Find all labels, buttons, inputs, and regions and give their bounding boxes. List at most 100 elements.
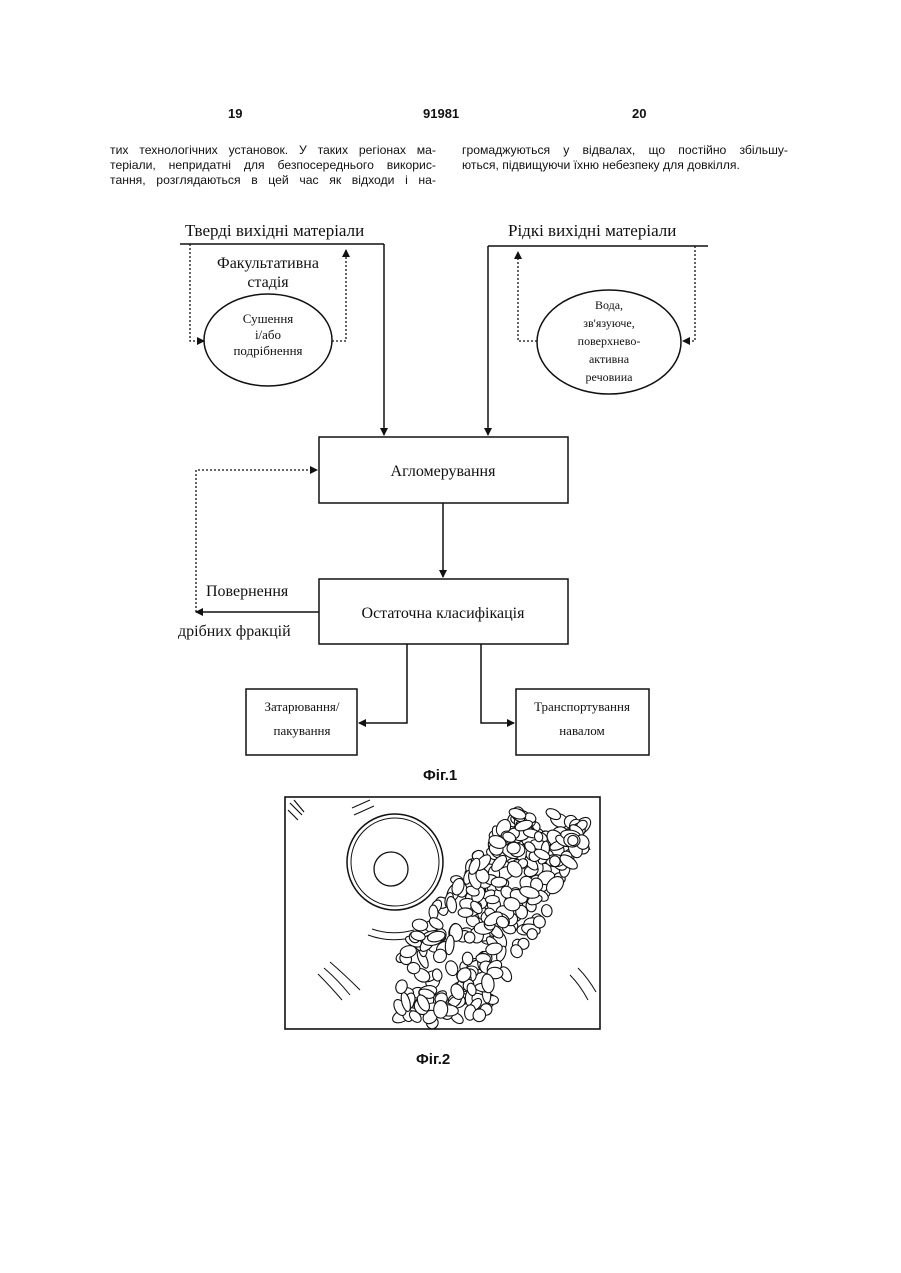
granule (503, 912, 518, 926)
granule (526, 928, 538, 941)
granule (526, 893, 543, 906)
granule (394, 951, 408, 964)
granule (474, 921, 494, 935)
granule (494, 817, 514, 839)
granule (482, 873, 499, 886)
granule (520, 883, 532, 898)
granule (551, 855, 570, 873)
granule (493, 877, 511, 894)
granule (521, 832, 541, 846)
granule (488, 923, 506, 940)
granule (522, 863, 540, 879)
granule (412, 966, 432, 985)
granule (399, 992, 412, 1013)
granule (445, 993, 463, 1011)
granule (473, 866, 491, 885)
liquid-inputs-label: Рідкі вихідні матеріали (508, 221, 676, 240)
granule (430, 926, 448, 944)
granule (562, 813, 580, 831)
drying-label: подрібнення (233, 343, 302, 358)
granule (487, 967, 504, 979)
drying-label: Сушення (243, 311, 294, 326)
granule (411, 997, 426, 1012)
granule (450, 997, 461, 1009)
granule (453, 993, 470, 1006)
return-fines-label: дрібних фракцій (178, 623, 291, 640)
granule (573, 833, 591, 852)
granule (462, 978, 476, 993)
granule (544, 827, 568, 851)
granule (474, 871, 491, 888)
granule (487, 833, 508, 850)
granule (444, 881, 463, 904)
granule (434, 939, 453, 957)
granule (518, 885, 540, 901)
agglomeration-label: Агломерування (391, 463, 497, 480)
granule (473, 852, 493, 873)
granule (546, 854, 558, 866)
granule (559, 827, 576, 842)
granule (512, 807, 524, 820)
granule (471, 849, 485, 862)
granule (482, 861, 501, 879)
granule (521, 856, 537, 872)
granule (466, 868, 483, 890)
granule (399, 944, 418, 959)
granule (471, 1007, 488, 1024)
granule (534, 831, 544, 843)
optional-loop-in (190, 244, 204, 341)
granule (525, 899, 538, 913)
granule (464, 988, 477, 1007)
granule (519, 887, 536, 904)
granule (449, 1010, 465, 1026)
granule (510, 858, 524, 872)
granule (482, 917, 497, 932)
granule (475, 928, 491, 943)
granule (568, 822, 586, 838)
granule (488, 866, 500, 883)
granule (510, 814, 523, 825)
granule (417, 939, 428, 957)
granule (574, 818, 589, 832)
granule (491, 877, 507, 887)
granule (487, 911, 498, 924)
granule (477, 951, 488, 971)
granule (458, 975, 474, 991)
granule (458, 959, 475, 976)
granule (440, 1001, 454, 1016)
granule (506, 858, 522, 869)
granule (530, 878, 553, 900)
granule (484, 846, 499, 861)
packaging-label: пакування (274, 723, 331, 738)
granule (570, 835, 593, 857)
granule (485, 958, 504, 976)
granule (564, 849, 574, 865)
granule (497, 965, 514, 984)
granule (517, 893, 531, 912)
granule (520, 826, 536, 843)
granule (482, 909, 504, 928)
granule (485, 895, 499, 903)
figure-2-caption: Фіг.2 (416, 1051, 450, 1068)
granule (537, 870, 556, 886)
granule (483, 906, 497, 919)
granule (513, 829, 531, 843)
granule (414, 940, 427, 952)
granule (541, 841, 551, 857)
granule (525, 873, 542, 889)
granule (506, 842, 527, 851)
granule (427, 930, 447, 944)
granule (523, 840, 538, 855)
granule (493, 911, 512, 930)
granule (523, 855, 541, 873)
granule (535, 829, 552, 845)
granule (548, 854, 563, 869)
granule (464, 913, 481, 929)
granule (476, 951, 489, 964)
granule (546, 839, 567, 860)
granule (540, 904, 553, 918)
granule (424, 1015, 440, 1031)
granule (405, 995, 426, 1010)
granule (485, 941, 504, 956)
granule (552, 871, 567, 886)
